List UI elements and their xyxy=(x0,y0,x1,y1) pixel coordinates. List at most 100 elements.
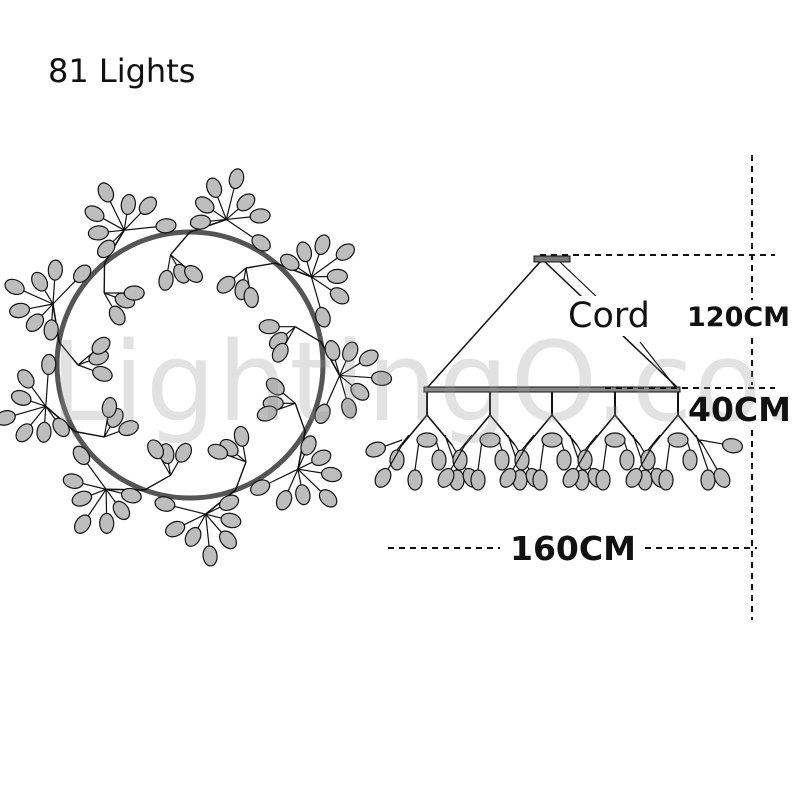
stem xyxy=(86,489,107,518)
stem xyxy=(574,444,591,472)
stem xyxy=(28,405,47,427)
bulb-icon xyxy=(667,432,689,448)
stem xyxy=(196,513,207,531)
bulb-icon xyxy=(155,218,177,234)
stem xyxy=(286,468,299,494)
bulb-icon xyxy=(154,496,176,512)
suspension-wire xyxy=(426,261,541,389)
bulb-icon xyxy=(389,449,405,471)
bulb-icon xyxy=(341,397,357,419)
bulb-icon xyxy=(207,443,229,460)
bulb-icon xyxy=(202,545,218,567)
bulb-icon xyxy=(47,259,63,281)
stem xyxy=(103,415,109,438)
bulb-icon xyxy=(9,302,31,319)
bulb-icon xyxy=(216,275,236,294)
stem xyxy=(123,212,128,231)
stem xyxy=(205,514,210,549)
bulb-icon xyxy=(52,417,70,438)
bulb-icon xyxy=(658,469,674,491)
bulb-icon xyxy=(318,489,338,508)
branch xyxy=(489,414,516,446)
stem xyxy=(339,361,363,376)
ring-branch xyxy=(58,341,79,366)
stem xyxy=(339,374,355,388)
bulb-icon xyxy=(97,239,116,259)
bulb-icon xyxy=(108,305,126,326)
stem xyxy=(695,434,709,471)
bulb-icon xyxy=(165,520,186,538)
stem xyxy=(231,267,247,281)
stem xyxy=(166,254,172,273)
stem xyxy=(245,267,251,290)
stem xyxy=(242,444,247,463)
bulb-icon xyxy=(228,168,245,190)
fixture-height-label: 40CM xyxy=(688,390,791,429)
bulb-icon xyxy=(640,449,656,471)
stem xyxy=(205,513,224,520)
stem xyxy=(699,439,725,445)
bulb-icon xyxy=(258,319,280,335)
bulb-icon xyxy=(541,432,563,448)
bulb-icon xyxy=(416,432,438,448)
stem xyxy=(274,402,296,412)
ring-branch xyxy=(245,262,276,269)
stem xyxy=(123,211,143,231)
bulb-icon xyxy=(118,420,139,437)
bulb-icon xyxy=(112,500,131,521)
stem xyxy=(305,259,312,277)
bulb-icon xyxy=(25,313,45,332)
bulb-icon xyxy=(514,449,530,471)
stem xyxy=(310,256,340,278)
branch xyxy=(589,414,616,446)
stem xyxy=(105,489,118,505)
stem xyxy=(297,468,324,474)
bulb-icon xyxy=(184,265,204,283)
branch xyxy=(401,414,428,446)
bulb-icon xyxy=(577,449,593,471)
stem xyxy=(106,229,125,233)
bulb-icon xyxy=(120,193,137,216)
stem xyxy=(43,406,47,425)
bulb-icon xyxy=(73,514,92,534)
ring-branch xyxy=(74,430,105,438)
bulb-icon xyxy=(335,243,356,261)
stem xyxy=(225,453,247,463)
stem xyxy=(637,444,654,472)
bulb-icon xyxy=(619,449,635,471)
bulb-icon xyxy=(562,467,580,488)
stem xyxy=(205,513,224,535)
stem xyxy=(211,208,227,220)
stem xyxy=(80,482,107,490)
stem xyxy=(85,461,107,490)
branch xyxy=(677,414,704,446)
bulb-icon xyxy=(300,435,317,456)
stem xyxy=(45,372,49,407)
stem xyxy=(283,326,296,347)
bulb-icon xyxy=(251,234,271,252)
bulb-icon xyxy=(233,425,250,447)
bulb-icon xyxy=(206,177,223,198)
bulb-icon xyxy=(31,271,49,292)
branch xyxy=(614,414,641,446)
stem xyxy=(21,289,54,305)
bulb-icon xyxy=(370,370,393,387)
bulb-icon xyxy=(296,241,313,263)
bulb-icon xyxy=(499,467,517,488)
bulb-icon xyxy=(595,469,611,491)
bulb-icon xyxy=(99,512,115,534)
bulb-icon xyxy=(365,441,386,458)
stem xyxy=(30,384,47,407)
bulb-icon xyxy=(72,264,92,284)
stem xyxy=(170,459,181,476)
stem xyxy=(297,452,306,470)
bulb-icon xyxy=(682,449,698,471)
bulb-icon xyxy=(15,423,34,443)
bulb-icon xyxy=(4,278,25,296)
bulb-icon xyxy=(470,469,486,491)
stem xyxy=(108,199,125,231)
stem xyxy=(103,430,122,438)
bulb-icon xyxy=(314,234,331,256)
